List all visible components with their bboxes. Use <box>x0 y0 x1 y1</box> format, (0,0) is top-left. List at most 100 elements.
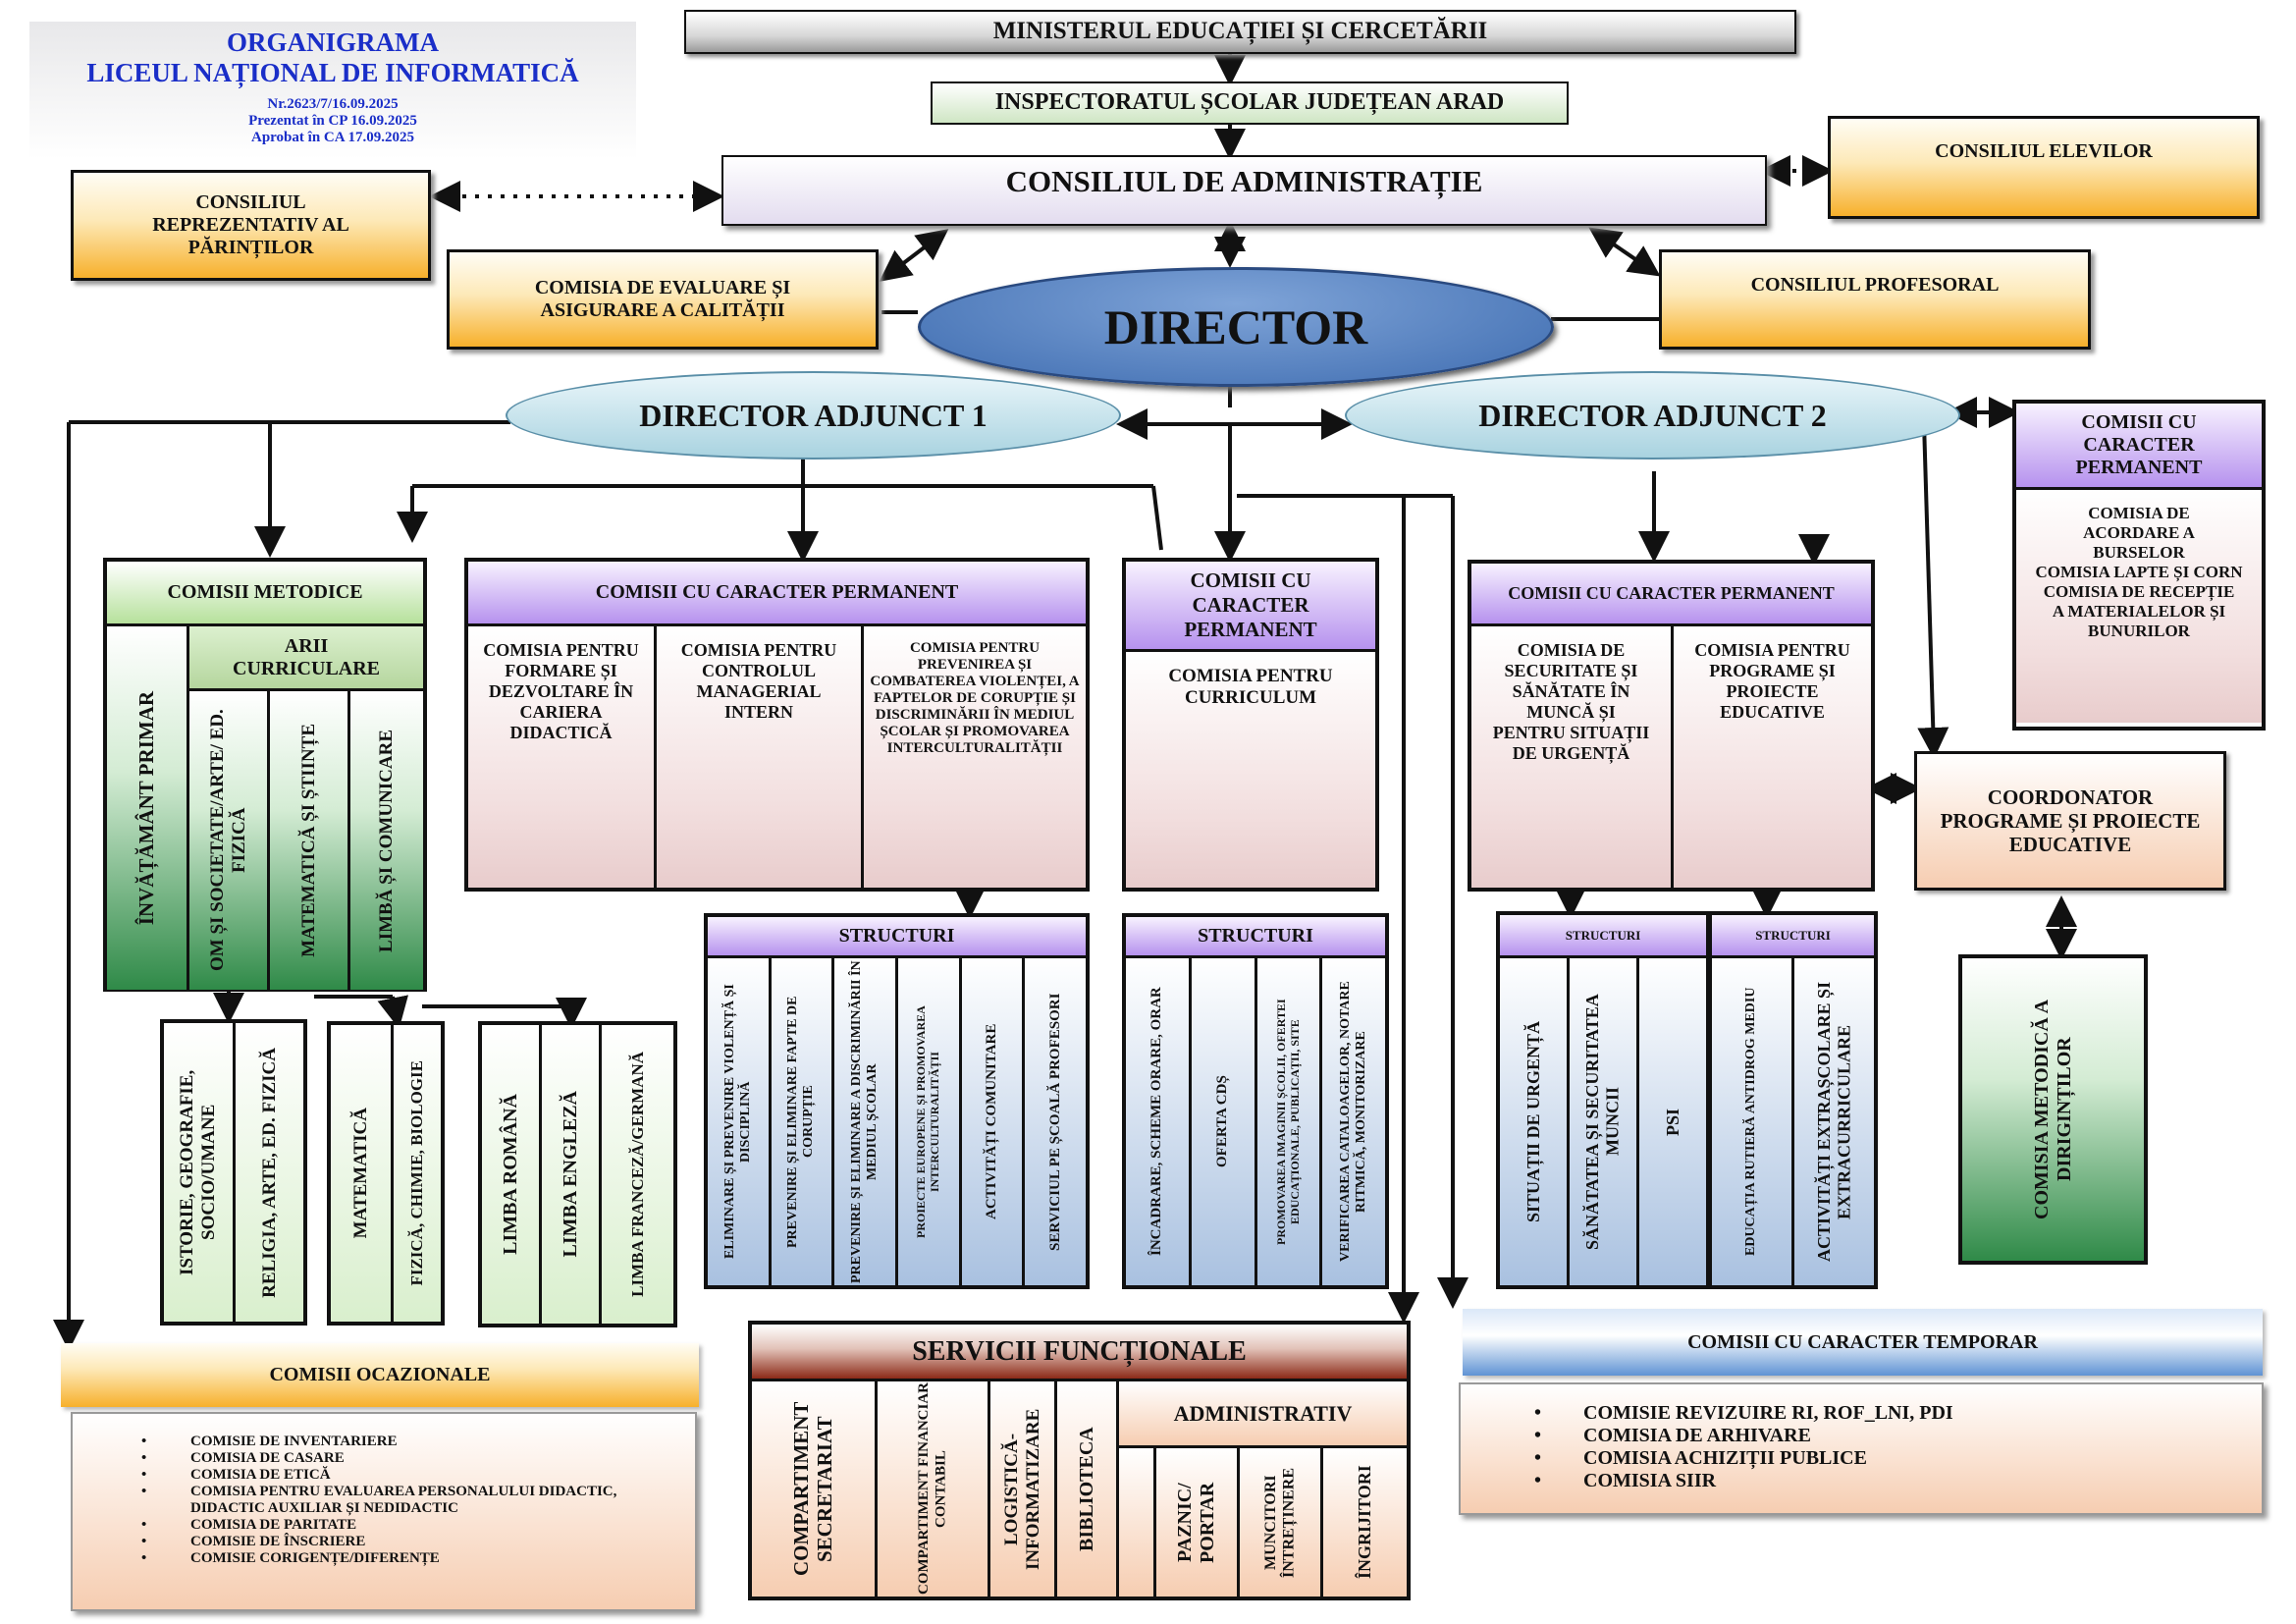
structure-label: SĂNĂTATEA ȘI SECURITATEA MUNCII <box>1582 994 1623 1250</box>
permanent2-title: COMISII CU CARACTER PERMANENT <box>1126 562 1375 652</box>
commission-cell: COMISIA PENTRU PREVENIREA ȘI COMBATEREA … <box>864 626 1086 888</box>
areas-title: ARII CURRICULARE <box>189 626 423 691</box>
admin-label: ÎNGRIJITORI <box>1355 1465 1375 1580</box>
services-title: SERVICII FUNCȚIONALE <box>752 1325 1407 1381</box>
service-label: BIBLIOTECA <box>1075 1427 1097 1551</box>
service-label: LOGISTICĂ-INFORMATIZARE <box>1000 1408 1043 1570</box>
students-council-box: CONSILIUL ELEVILOR <box>1828 116 2260 219</box>
admin-council-box: CONSILIUL DE ADMINISTRAȚIE <box>721 155 1767 226</box>
subject-label: MATEMATICĂ <box>349 1108 371 1239</box>
area-column: OM ȘI SOCIETATE/ARTE/ ED. FIZICĂ <box>189 691 270 990</box>
subject-label: FIZICĂ, CHIMIE, BIOLOGIE <box>407 1060 427 1286</box>
admin-label: PAZNIC/ PORTAR <box>1174 1482 1218 1563</box>
structure-label: SERVICIUL PE ȘCOALĂ PROFESORI <box>1046 993 1063 1251</box>
structures3b-title: STRUCTURI <box>1712 915 1874 958</box>
teachers-council-box: CONSILIUL PROFESORAL <box>1659 249 2091 350</box>
deputy2-label: DIRECTOR ADJUNCT 2 <box>1478 397 1827 433</box>
list-item: COMISIA DE PARITATE <box>141 1517 695 1534</box>
list-item: COMISIE DE INVENTARIERE <box>141 1434 695 1450</box>
admin-column: ÎNGRIJITORI <box>1323 1448 1407 1597</box>
coordinator-label: COORDONATOR PROGRAME ȘI PROIECTE EDUCATI… <box>1940 785 2201 857</box>
area-column: MATEMATICĂ ȘI ȘTIINȚE <box>270 691 350 990</box>
list-item: COMISIE REVIZUIRE RI, ROF_LNI, PDI <box>1534 1402 2262 1425</box>
commission-label: COMISIA PENTRU PROGRAME ȘI PROIECTE EDUC… <box>1694 640 1850 722</box>
curriculum-commission: COMISIA PENTRU CURRICULUM <box>1126 652 1375 888</box>
service-column: BIBLIOTECA <box>1057 1381 1119 1597</box>
form-teachers-commission: COMISIA METODICĂ A DIRIGINȚILOR <box>1958 954 2148 1265</box>
subject-label: LIMBA ROMÂNĂ <box>499 1094 521 1255</box>
quality-commission-box: COMISIA DE EVALUARE ȘI ASIGURARE A CALIT… <box>447 249 879 350</box>
permanent4-title-label: COMISII CU CARACTER PERMANENT <box>2075 411 2203 478</box>
director-label: DIRECTOR <box>1103 299 1368 354</box>
admin-column: PAZNIC/ PORTAR <box>1156 1448 1240 1597</box>
service-column: COMPARTIMENT FINANCIAR CONTABIL <box>878 1381 990 1597</box>
admin-spacer-column <box>1119 1448 1156 1597</box>
structures3b-columns: EDUCAȚIA RUTIERĂ ANTIDROG MEDIU ACTIVITĂ… <box>1712 958 1874 1285</box>
structure-label: SITUAȚII DE URGENȚĂ <box>1522 1020 1543 1223</box>
structures3b-title-label: STRUCTURI <box>1755 927 1831 943</box>
structures1-title: STRUCTURI <box>708 917 1086 958</box>
service-label: COMPARTIMENT FINANCIAR CONTABIL <box>915 1382 948 1596</box>
structure-label: PREVENIRE ȘI ELIMINARE A DISCRIMINĂRII Î… <box>849 960 881 1283</box>
administrative-title: ADMINISTRATIV <box>1119 1381 1407 1448</box>
deputy1-label: DIRECTOR ADJUNCT 1 <box>639 397 988 433</box>
structures3a-columns: SITUAȚII DE URGENȚĂ SĂNĂTATEA ȘI SECURIT… <box>1500 958 1706 1285</box>
structure-column: PROMOVAREA IMAGINII ȘCOLII, OFERTEI EDUC… <box>1256 958 1323 1285</box>
subject-column: FIZICĂ, CHIMIE, BIOLOGIE <box>394 1025 441 1322</box>
service-column: COMPARTIMENT SECRETARIAT <box>752 1381 878 1597</box>
admin-column: MUNCITORI ÎNTREȚINERE <box>1240 1448 1323 1597</box>
structures3a-title-label: STRUCTURI <box>1565 927 1641 943</box>
ministry-box: MINISTERUL EDUCAȚIEI ȘI CERCETĂRII <box>684 10 1796 54</box>
primary-label: ÎNVĂȚĂMÂNT PRIMAR <box>134 690 159 926</box>
structure-column: PREVENIRE ȘI ELIMINARE A DISCRIMINĂRII Î… <box>834 958 899 1285</box>
subject-label: LIMBA ENGLEZĂ <box>559 1091 581 1258</box>
structures2-columns: ÎNCADRARE, SCHEME ORARE, ORAR OFERTA CDȘ… <box>1126 958 1385 1285</box>
permanent2-title-label: COMISII CU CARACTER PERMANENT <box>1184 568 1317 641</box>
title-line-2: LICEUL NAȚIONAL DE INFORMATICĂ <box>86 58 579 87</box>
area-label: OM ȘI SOCIETATE/ARTE/ ED. FIZICĂ <box>206 709 249 972</box>
structure-column: SERVICIUL PE ȘCOALĂ PROFESORI <box>1025 958 1087 1285</box>
commission-label: COMISIA PENTRU PREVENIREA ȘI COMBATEREA … <box>870 640 1080 756</box>
temporary-title: COMISII CU CARACTER TEMPORAR <box>1463 1309 2263 1376</box>
permanent1-title-label: COMISII CU CARACTER PERMANENT <box>595 581 959 603</box>
primary-column: ÎNVĂȚĂMÂNT PRIMAR <box>107 626 189 990</box>
curriculum-commission-label: COMISIA PENTRU CURRICULUM <box>1168 666 1333 708</box>
services-title-label: SERVICII FUNCȚIONALE <box>912 1335 1247 1367</box>
permanent3-title-label: COMISII CU CARACTER PERMANENT <box>1508 583 1835 603</box>
structures1-columns: ELIMINARE ȘI PREVENIRE VIOLENȚĂ ȘI DISCI… <box>708 958 1087 1285</box>
list-item: COMISIA ACHIZIȚII PUBLICE <box>1534 1447 2262 1470</box>
subject-column: LIMBA ROMÂNĂ <box>482 1025 542 1324</box>
administrative-title-label: ADMINISTRATIV <box>1173 1400 1353 1426</box>
areas-title-label: ARII CURRICULARE <box>233 634 381 679</box>
commission-cell: COMISIA PENTRU PROGRAME ȘI PROIECTE EDUC… <box>1674 626 1871 888</box>
structure-column: PSI <box>1639 958 1706 1285</box>
subject-column: ISTORIE, GEOGRAFIE, SOCIO/UMANE <box>164 1023 236 1322</box>
methodical-title: COMISII METODICE <box>107 562 423 626</box>
subject-column: LIMBA FRANCEZĂ/GERMANĂ <box>602 1025 673 1324</box>
structures2-title: STRUCTURI <box>1126 917 1385 958</box>
list-item: COMISIA DE ARHIVARE <box>1534 1425 2262 1447</box>
inspectorate-box: INSPECTORATUL ȘCOLAR JUDEȚEAN ARAD <box>931 81 1569 125</box>
structure-label: ÎNCADRARE, SCHEME ORARE, ORAR <box>1148 987 1165 1257</box>
commission-cell: COMISIA PENTRU CONTROLUL MANAGERIAL INTE… <box>657 626 864 888</box>
structure-label: OFERTA CDȘ <box>1214 1075 1230 1168</box>
area-label: LIMBĂ ȘI COMUNICARE <box>376 729 398 952</box>
subject-column: RELIGIA, ARTE, ED. FIZICĂ <box>236 1023 303 1322</box>
deputy1-node: DIRECTOR ADJUNCT 1 <box>506 371 1121 460</box>
commission-label: COMISIA DE ACORDARE A BURSELOR <box>2083 504 2195 562</box>
structure-label: PROIECTE EUROPENE ȘI PROMOVAREA INTERCUL… <box>914 1005 941 1238</box>
commission-label: COMISIA LAPTE ȘI CORN <box>2035 563 2243 581</box>
structure-column: SĂNĂTATEA ȘI SECURITATEA MUNCII <box>1570 958 1639 1285</box>
deputy2-node: DIRECTOR ADJUNCT 2 <box>1345 371 1960 460</box>
structure-label: PSI <box>1662 1108 1682 1136</box>
structure-label: EDUCAȚIA RUTIERĂ ANTIDROG MEDIU <box>1743 987 1759 1257</box>
list-item: COMISIA SIIR <box>1534 1470 2262 1492</box>
permanent-commissions-1: COMISII CU CARACTER PERMANENT COMISIA PE… <box>464 558 1090 892</box>
structures-3a: STRUCTURI SITUAȚII DE URGENȚĂ SĂNĂTATEA … <box>1496 911 1710 1289</box>
structure-column: PROIECTE EUROPENE ȘI PROMOVAREA INTERCUL… <box>898 958 962 1285</box>
admin-label: MUNCITORI ÎNTREȚINERE <box>1261 1467 1297 1578</box>
methodical-title-label: COMISII METODICE <box>167 581 363 603</box>
temporary-list: COMISIE REVIZUIRE RI, ROF_LNI, PDI COMIS… <box>1459 1382 2264 1515</box>
subject-label: LIMBA FRANCEZĂ/GERMANĂ <box>627 1052 647 1297</box>
permanent1-title: COMISII CU CARACTER PERMANENT <box>468 562 1086 626</box>
